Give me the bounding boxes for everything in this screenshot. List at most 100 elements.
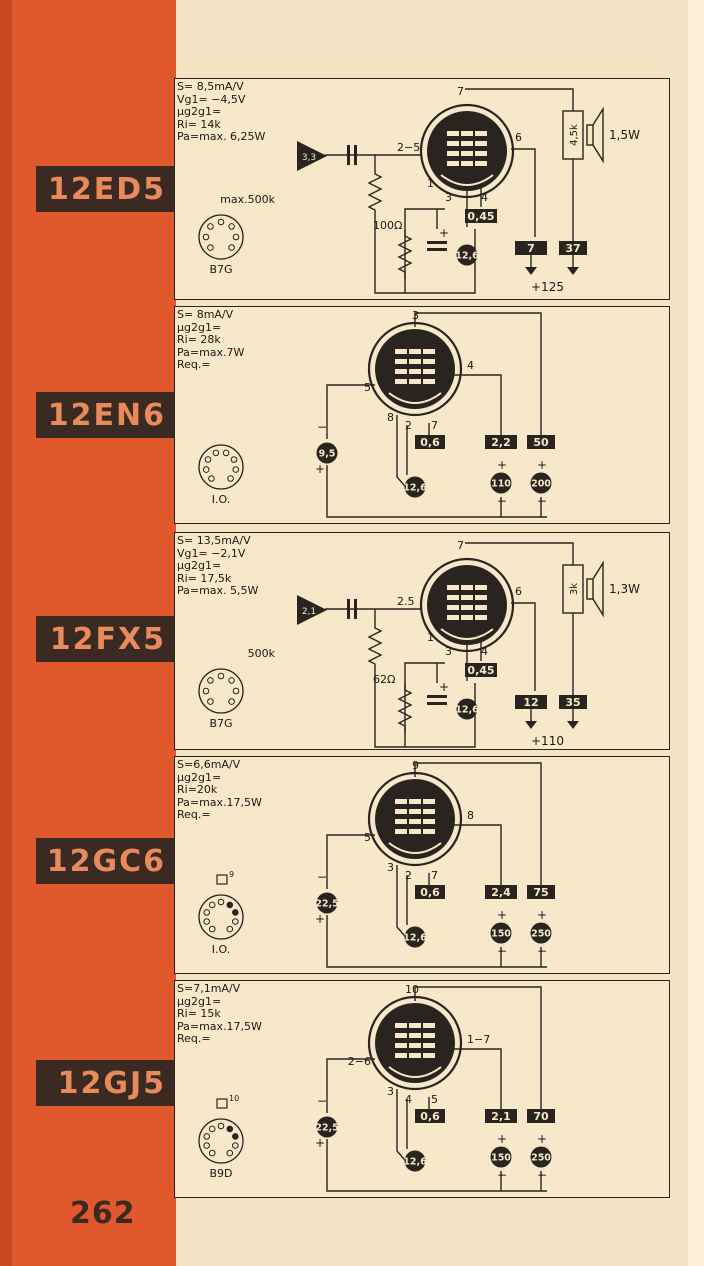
label: 100Ω (373, 219, 402, 232)
minus-sign: − (537, 944, 547, 958)
base-pinout: B7G (198, 214, 244, 276)
plus-sign: + (537, 1132, 547, 1146)
spec-line: Req.= (177, 358, 211, 371)
spec-line: μg2g1= (177, 320, 222, 334)
tube-tag: 12GJ5 (36, 1060, 174, 1106)
meter-box: 12 (515, 695, 547, 709)
meter-box: 2,1 (485, 1109, 517, 1123)
meter-value: 0,6 (420, 886, 440, 899)
disc-value: 200 (531, 479, 551, 490)
spec-line: Ri=20k (177, 783, 218, 796)
spine-shadow (0, 0, 12, 1266)
spec-line: Pa=max.17,5W (177, 795, 262, 809)
minus-sign: − (317, 420, 327, 434)
page-edge (688, 0, 704, 1266)
minus-sign: − (317, 1094, 327, 1108)
label: B7G (209, 717, 232, 730)
amplifier-icon (297, 141, 327, 171)
amp-gain: 2,1 (302, 607, 316, 617)
plus-sign: + (537, 458, 547, 472)
label: 2 (405, 419, 412, 432)
disc-value: 22,5 (315, 899, 338, 910)
label: 6 (515, 131, 522, 144)
plus-sign: + (497, 1132, 507, 1146)
tube-tag: 12FX5 (36, 616, 174, 662)
resistor (397, 683, 413, 733)
amplifier-icon (297, 595, 327, 625)
meter-value: 2,4 (491, 886, 511, 899)
spec-line: Req.= (177, 1032, 211, 1045)
speaker-icon (586, 560, 604, 618)
supply-disc: 12,6 (403, 476, 427, 498)
label: 2 (405, 869, 412, 882)
plus-sign: + (497, 908, 507, 922)
meter-value: 0,45 (467, 664, 494, 677)
meter-box: 0,6 (415, 1109, 445, 1123)
spec-line: S= 8mA/V (177, 308, 234, 321)
disc-value: 12,6 (403, 1157, 427, 1168)
load-resistor (562, 110, 584, 160)
label: 3 (387, 861, 394, 874)
label: 2−5 (397, 141, 420, 154)
meter-box: 0,6 (415, 885, 445, 899)
plus-sign: + (439, 226, 449, 240)
label: 4 (405, 1093, 412, 1106)
disc-value: 250 (531, 1153, 551, 1164)
meter-box: 35 (559, 695, 587, 709)
label: 9 (412, 759, 419, 772)
label: 10 (229, 1094, 239, 1103)
label: 9 (229, 870, 234, 879)
page-number: 262 (70, 1196, 136, 1231)
load-res: 3k (569, 583, 580, 595)
bypass-capacitor (427, 241, 447, 251)
meter-box: 2,4 (485, 885, 517, 899)
ground-arrows (525, 267, 579, 275)
spec-line: Ri= 28k (177, 333, 221, 346)
tube-tag: 12EN6 (36, 392, 174, 438)
meter-value: 37 (565, 242, 580, 255)
label: 10 (405, 983, 419, 996)
minus-sign: − (537, 1168, 547, 1182)
spec-line: Ri= 15k (177, 1007, 221, 1020)
resistor (397, 229, 413, 279)
label: 6 (515, 585, 522, 598)
supply-disc: 250 (530, 922, 552, 944)
spec-line: Req.= (177, 808, 211, 821)
plus-sign: + (315, 1136, 325, 1150)
base-pinout: I.O. (198, 444, 244, 506)
supply-disc: 150 (490, 922, 512, 944)
supply-disc: 200 (530, 472, 552, 494)
label: 1,3W (609, 582, 640, 596)
tube-tag: 12GC6 (36, 838, 174, 884)
meter-box: 70 (527, 1109, 555, 1123)
supply-disc: 22,5 (315, 892, 339, 914)
base-pinout: B9D 10 (198, 1094, 244, 1180)
spec-line: S= 13,5mA/V (177, 534, 251, 547)
label: 1 (427, 177, 434, 190)
tube-symbol (367, 321, 463, 417)
label: +110 (531, 734, 564, 748)
meter-box: 7 (515, 241, 547, 255)
label: 7 (457, 85, 464, 98)
spec-line: S= 8,5mA/V (177, 80, 244, 93)
label: 5 (364, 831, 371, 844)
disc-value: 9,5 (319, 449, 336, 460)
spec-line: μg2g1= (177, 105, 222, 118)
resistor (367, 623, 383, 669)
supply-disc: 12,6 (455, 698, 479, 720)
plus-sign: + (315, 912, 325, 926)
disc-value: 12,6 (403, 483, 427, 494)
spec-line: S=7,1mA/V (177, 982, 241, 995)
label: 8 (387, 411, 394, 424)
spec-line: Pa=max. 5,5W (177, 584, 259, 597)
label: B9D (209, 1167, 232, 1180)
wiring (530, 255, 574, 267)
label: 1,5W (609, 128, 640, 142)
wiring (530, 709, 574, 721)
